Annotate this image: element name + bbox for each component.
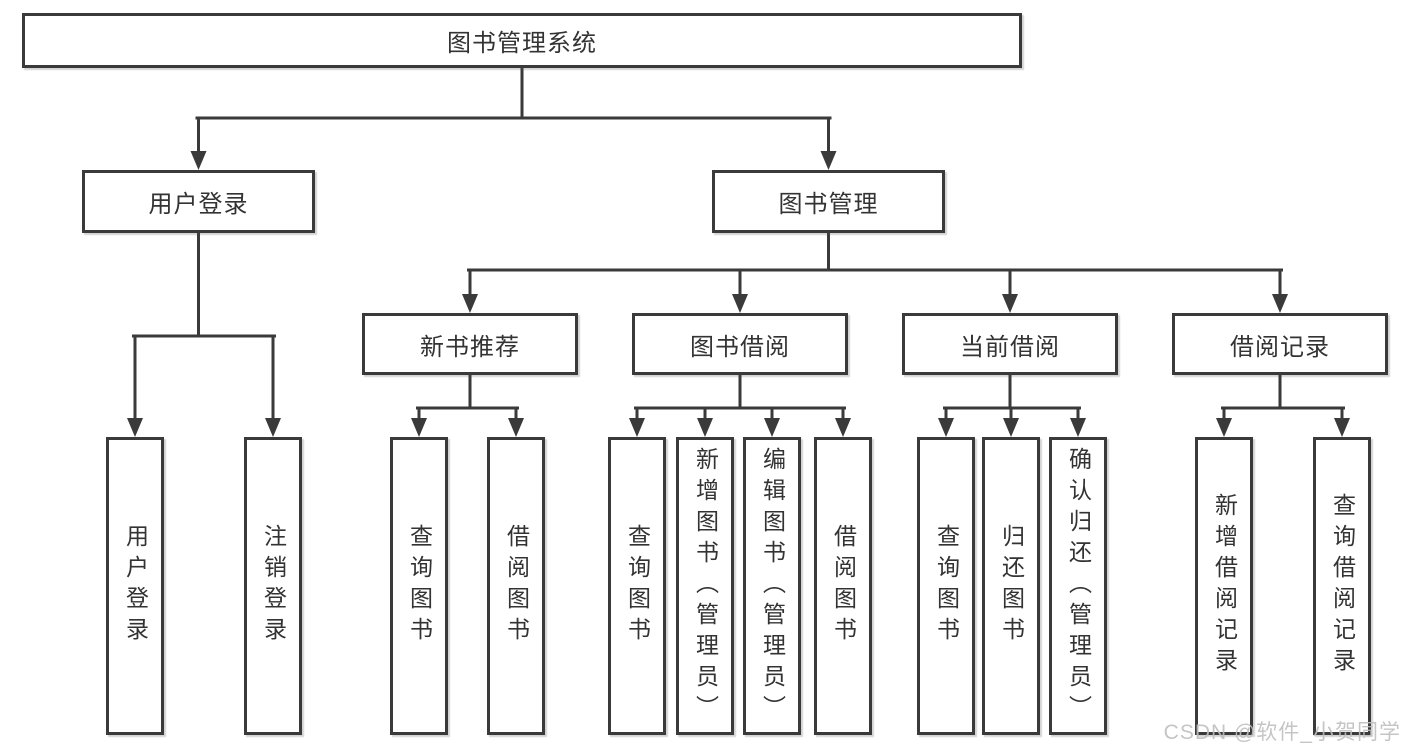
leaf-logout: 注销登录 — [244, 437, 302, 735]
arrow-down-icon — [1002, 294, 1018, 313]
leaf-query-books-borrowing: 查询图书 — [608, 437, 666, 735]
leaf-label: 注销登录 — [260, 524, 287, 648]
leaf-add-borrow-record: 新增借阅记录 — [1195, 437, 1253, 735]
leaf-label: 借阅图书 — [830, 524, 857, 648]
leaf-borrow-books-borrowing: 借阅图书 — [814, 437, 872, 735]
leaf-confirm-return-admin: 确认归还（管理员） — [1049, 437, 1107, 735]
arrow-down-icon — [835, 418, 851, 437]
arrow-down-icon — [1216, 418, 1232, 437]
arrow-down-icon — [462, 294, 478, 313]
arrow-down-icon — [697, 418, 713, 437]
arrow-down-icon — [732, 294, 748, 313]
arrow-down-icon — [127, 418, 143, 437]
csdn-watermark: CSDN @软件_小贺同学 — [1163, 721, 1401, 744]
node-book-borrowing: 图书借阅 — [632, 313, 848, 375]
leaf-add-book-admin: 新增图书（管理员） — [676, 437, 734, 735]
node-current-borrowing: 当前借阅 — [902, 313, 1118, 375]
leaf-label: 新增借阅记录 — [1211, 493, 1238, 679]
leaf-label: 查询图书 — [406, 524, 433, 648]
node-new-book-recommend: 新书推荐 — [362, 313, 578, 375]
leaf-label: 归还图书 — [998, 524, 1025, 648]
leaf-edit-book-admin: 编辑图书（管理员） — [743, 437, 801, 735]
leaf-label: 用户登录 — [122, 524, 149, 648]
node-user-login: 用户登录 — [82, 170, 315, 233]
arrow-down-icon — [1272, 294, 1288, 313]
arrow-down-icon — [764, 418, 780, 437]
arrow-down-icon — [508, 418, 524, 437]
arrow-down-icon — [265, 418, 281, 437]
arrow-down-icon — [1003, 418, 1019, 437]
leaf-label: 编辑图书（管理员） — [759, 446, 786, 726]
node-book-management: 图书管理 — [712, 170, 945, 233]
leaf-label: 查询借阅记录 — [1329, 493, 1356, 679]
node-borrowing-records: 借阅记录 — [1172, 313, 1388, 375]
leaf-query-borrow-record: 查询借阅记录 — [1313, 437, 1371, 735]
arrow-down-icon — [411, 418, 427, 437]
leaf-label: 新增图书（管理员） — [692, 446, 719, 726]
leaf-user-login: 用户登录 — [106, 437, 164, 735]
leaf-label: 确认归还（管理员） — [1065, 446, 1092, 726]
leaf-label: 查询图书 — [933, 524, 960, 648]
arrow-down-icon — [1334, 418, 1350, 437]
leaf-query-books-current: 查询图书 — [917, 437, 975, 735]
leaf-label: 查询图书 — [624, 524, 651, 648]
leaf-query-books-recommend: 查询图书 — [390, 437, 448, 735]
arrow-down-icon — [1070, 418, 1086, 437]
node-library-system: 图书管理系统 — [22, 13, 1022, 68]
arrow-down-icon — [190, 151, 207, 170]
leaf-borrow-books-recommend: 借阅图书 — [487, 437, 545, 735]
arrow-down-icon — [820, 151, 837, 170]
leaf-return-book: 归还图书 — [982, 437, 1040, 735]
leaf-label: 借阅图书 — [503, 524, 530, 648]
arrow-down-icon — [629, 418, 645, 437]
arrow-down-icon — [938, 418, 954, 437]
